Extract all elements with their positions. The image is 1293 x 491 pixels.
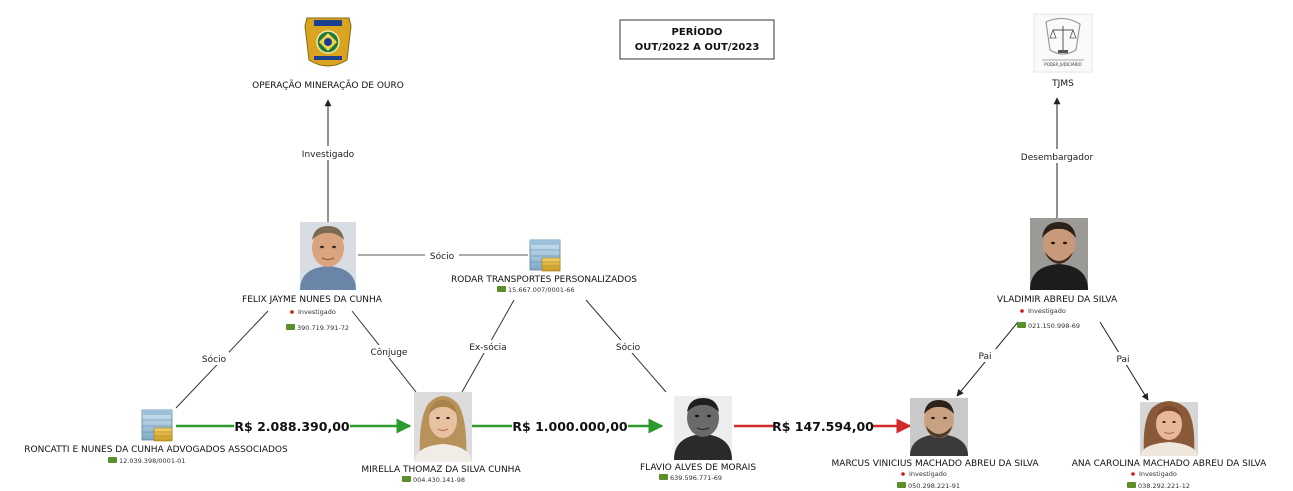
node-rodar[interactable]: RODAR TRANSPORTES PERSONALIZADOS 15.667.… — [451, 239, 637, 294]
node-rodar-label: RODAR TRANSPORTES PERSONALIZADOS — [451, 275, 637, 285]
doc-badge-icon — [659, 474, 668, 480]
node-vladimir-label: VLADIMIR ABREU DA SILVA — [997, 295, 1118, 305]
edge-label-investigado: Investigado — [302, 150, 355, 160]
transfer-label-flavio-marcus: R$ 147.594,00 — [772, 419, 874, 434]
node-operacao[interactable]: OPERAÇÃO MINERAÇÃO DE OURO — [252, 17, 404, 91]
investigado-dot — [290, 310, 294, 314]
node-flavio-label: FLAVIO ALVES DE MORAIS — [640, 463, 756, 473]
marcus-photo — [910, 398, 968, 456]
node-marcus-label: MARCUS VINICIUS MACHADO ABREU DA SILVA — [832, 459, 1040, 469]
doc-badge-icon — [497, 286, 506, 292]
node-mirella-label: MIRELLA THOMAZ DA SILVA CUNHA — [361, 465, 521, 475]
node-felix-status: Investigado — [298, 308, 336, 316]
node-marcus-status: Investigado — [909, 470, 947, 478]
investigado-dot — [1131, 472, 1135, 476]
edge-label-rodar-flavio: Sócio — [616, 342, 641, 353]
node-marcus-doc: 050.298.221-91 — [908, 482, 960, 490]
edge-label-vladimir-ana: Pai — [1116, 355, 1129, 365]
period-title: PERÍODO — [672, 25, 723, 38]
node-ana-label: ANA CAROLINA MACHADO ABREU DA SILVA — [1072, 459, 1267, 469]
node-ana-doc: 038.292.221-12 — [1138, 482, 1190, 490]
court-seal-icon: PODER JUDICIÁRIO — [1033, 13, 1093, 73]
flavio-photo — [674, 396, 732, 460]
node-flavio-doc: 639.596.771-69 — [670, 474, 722, 482]
node-vladimir[interactable]: VLADIMIR ABREU DA SILVA Investigado 021.… — [997, 218, 1118, 330]
node-tjms[interactable]: PODER JUDICIÁRIO TJMS — [1033, 13, 1093, 89]
period-range: OUT/2022 A OUT/2023 — [635, 42, 760, 53]
transfer-label-mirella-flavio: R$ 1.000.000,00 — [512, 419, 628, 434]
doc-badge-icon — [402, 476, 411, 482]
edge-label-rodar-mirella: Ex-sócia — [469, 342, 506, 353]
node-flavio[interactable]: FLAVIO ALVES DE MORAIS 639.596.771-69 — [640, 396, 756, 482]
transfer-label-roncatti-mirella: R$ 2.088.390,00 — [234, 419, 350, 434]
doc-badge-icon — [286, 324, 295, 330]
edge-label-felix-rodar: Sócio — [430, 251, 455, 262]
node-felix[interactable]: FELIX JAYME NUNES DA CUNHA Investigado 3… — [242, 222, 383, 332]
node-ana-status: Investigado — [1139, 470, 1177, 478]
node-marcus[interactable]: MARCUS VINICIUS MACHADO ABREU DA SILVA I… — [832, 398, 1040, 490]
doc-badge-icon — [108, 457, 117, 463]
node-mirella[interactable]: MIRELLA THOMAZ DA SILVA CUNHA 004.430.14… — [361, 392, 521, 484]
ana-photo — [1140, 401, 1198, 456]
node-felix-label: FELIX JAYME NUNES DA CUNHA — [242, 295, 383, 305]
node-tjms-label: TJMS — [1051, 79, 1074, 89]
investigado-dot — [901, 472, 905, 476]
node-roncatti-doc: 12.039.398/0001-01 — [119, 457, 186, 465]
node-vladimir-status: Investigado — [1028, 307, 1066, 315]
doc-badge-icon — [1127, 482, 1136, 488]
period-box: PERÍODO OUT/2022 A OUT/2023 — [619, 19, 775, 60]
building-icon — [141, 409, 173, 442]
mirella-photo — [414, 392, 472, 462]
node-mirella-doc: 004.430.141-98 — [413, 476, 465, 484]
police-badge-icon — [304, 17, 352, 67]
edge-label-desembargador: Desembargador — [1021, 153, 1094, 163]
doc-badge-icon — [897, 482, 906, 488]
node-felix-doc: 390.719.791-72 — [297, 324, 349, 332]
investigado-dot — [1020, 309, 1024, 313]
node-ana[interactable]: ANA CAROLINA MACHADO ABREU DA SILVA Inve… — [1072, 401, 1267, 490]
node-roncatti-label: RONCATTI E NUNES DA CUNHA ADVOGADOS ASSO… — [24, 445, 288, 455]
node-operacao-label: OPERAÇÃO MINERAÇÃO DE OURO — [252, 80, 404, 91]
doc-badge-icon — [1017, 322, 1026, 328]
edge-label-felix-mirella: Cônjuge — [371, 347, 408, 358]
node-roncatti[interactable]: RONCATTI E NUNES DA CUNHA ADVOGADOS ASSO… — [24, 409, 288, 465]
node-vladimir-doc: 021.150.998-69 — [1028, 322, 1080, 330]
node-rodar-doc: 15.667.007/0001-66 — [508, 286, 575, 294]
edges: Investigado Desembargador Sócio Sócio Cô… — [175, 97, 1149, 435]
vladimir-photo — [1030, 218, 1088, 290]
edge-label-vladimir-marcus: Pai — [978, 352, 991, 362]
felix-photo — [300, 222, 356, 290]
tjms-seal-text: PODER JUDICIÁRIO — [1044, 62, 1081, 67]
edge-label-felix-roncatti: Sócio — [202, 354, 227, 365]
building-icon — [529, 239, 561, 272]
